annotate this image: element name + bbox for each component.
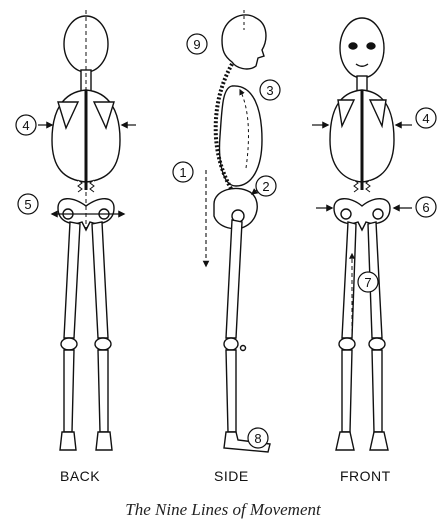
ribcage-side [220, 86, 262, 186]
label-back: BACK [60, 468, 100, 484]
marker-2: 2 [256, 176, 276, 196]
marker-9-label: 9 [193, 37, 200, 52]
marker-4-back: 4 [16, 115, 36, 135]
marker-5: 5 [18, 194, 38, 214]
skeleton-front [330, 18, 394, 450]
marker-6-label: 6 [422, 200, 429, 215]
marker-1-label: 1 [179, 165, 186, 180]
marker-7: 7 [358, 272, 378, 292]
marker-4-back-label: 4 [22, 118, 29, 133]
label-side: SIDE [214, 468, 249, 484]
marker-7-label: 7 [364, 275, 371, 290]
marker-6: 6 [416, 197, 436, 217]
marker-3-label: 3 [266, 83, 273, 98]
skull-front [340, 18, 384, 78]
marker-4-front: 4 [416, 108, 436, 128]
diagram-caption: The Nine Lines of Movement [0, 500, 446, 520]
label-front: FRONT [340, 468, 391, 484]
marker-8-label: 8 [254, 431, 261, 446]
marker-8: 8 [248, 428, 268, 448]
skeleton-side [214, 15, 270, 452]
marker-9: 9 [187, 34, 207, 54]
marker-4-front-label: 4 [422, 111, 429, 126]
marker-3: 3 [260, 80, 280, 100]
marker-2-label: 2 [262, 179, 269, 194]
marker-1: 1 [173, 162, 193, 182]
marker-5-label: 5 [24, 197, 31, 212]
